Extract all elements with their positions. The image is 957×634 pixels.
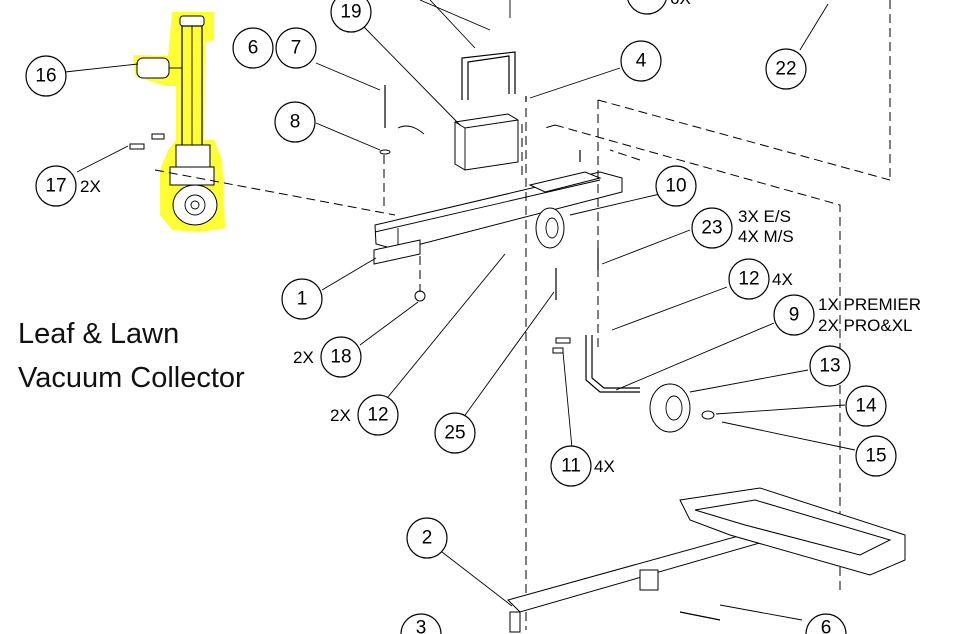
note-18: 2X	[293, 348, 314, 367]
svg-text:10: 10	[665, 176, 686, 197]
note-9-line1: 1X PREMIER	[818, 295, 921, 314]
callout-12-top: 12	[728, 258, 770, 300]
svg-text:8: 8	[290, 112, 301, 133]
callout-22: 22	[765, 48, 807, 90]
svg-text:17: 17	[45, 176, 66, 197]
callout-10: 10	[655, 165, 697, 207]
svg-text:12: 12	[738, 269, 759, 290]
callout-7: 7	[275, 27, 317, 69]
svg-text:25: 25	[444, 423, 465, 444]
svg-text:23: 23	[701, 218, 722, 239]
callout-5: 5	[627, 0, 667, 15]
callout-6: 6	[232, 27, 274, 69]
svg-text:5: 5	[642, 0, 653, 5]
svg-text:6: 6	[821, 618, 832, 634]
svg-text:18: 18	[330, 347, 351, 368]
svg-text:6: 6	[248, 38, 259, 59]
svg-text:14: 14	[855, 396, 877, 417]
caster-arm	[585, 335, 640, 393]
svg-text:16: 16	[35, 66, 56, 87]
lower-frame	[507, 487, 906, 633]
note-23-line1: 3X E/S	[738, 207, 791, 226]
callout-17: 17	[35, 165, 77, 207]
callout-3: 3	[400, 613, 442, 634]
callout-8: 8	[274, 101, 316, 143]
u-bracket	[461, 51, 516, 100]
callout-15: 15	[855, 435, 897, 477]
callout-12-left: 12	[357, 394, 399, 436]
svg-text:4: 4	[636, 51, 647, 72]
svg-text:15: 15	[865, 446, 886, 467]
svg-text:22: 22	[775, 59, 796, 80]
callout-18: 18	[320, 336, 362, 378]
note-23-line2: 4X M/S	[738, 227, 794, 246]
callout-1: 1	[281, 278, 323, 320]
tongue-frame	[373, 171, 623, 265]
callout-14: 14	[845, 385, 887, 427]
bolt-17	[129, 133, 165, 150]
callout-6-bottom: 6	[805, 613, 847, 634]
callout-9: 9	[773, 294, 815, 336]
svg-text:13: 13	[819, 356, 840, 377]
diagram-title-line2: Vacuum Collector	[18, 362, 245, 394]
svg-text:1: 1	[297, 289, 308, 310]
battery-box	[454, 113, 519, 171]
note-9-line2: 2X PRO&XL	[818, 316, 913, 335]
svg-text:19: 19	[340, 2, 361, 23]
svg-text:12: 12	[367, 405, 388, 426]
svg-text:9: 9	[789, 305, 800, 326]
note-12-left: 2X	[330, 406, 351, 425]
callout-11: 11	[550, 445, 592, 487]
wheel-10	[535, 207, 565, 249]
svg-text:7: 7	[291, 38, 302, 59]
jack-stand	[136, 15, 218, 226]
diagram-title-line1: Leaf & Lawn	[18, 318, 180, 350]
note-17: 2X	[80, 177, 101, 196]
callout-2: 2	[406, 517, 448, 559]
note-5: 6X	[670, 0, 691, 8]
leaders	[64, 0, 856, 621]
svg-text:2: 2	[422, 528, 433, 549]
callout-13: 13	[809, 345, 851, 387]
svg-text:3: 3	[416, 618, 427, 634]
callout-4: 4	[620, 40, 662, 82]
note-12-top: 4X	[772, 270, 793, 289]
wheel-13	[649, 383, 715, 433]
note-11: 4X	[594, 457, 615, 476]
callout-19: 19	[330, 0, 372, 33]
callout-16: 16	[25, 55, 67, 97]
callout-25: 25	[434, 412, 476, 454]
svg-text:11: 11	[561, 456, 581, 477]
callout-23: 23	[691, 207, 733, 249]
